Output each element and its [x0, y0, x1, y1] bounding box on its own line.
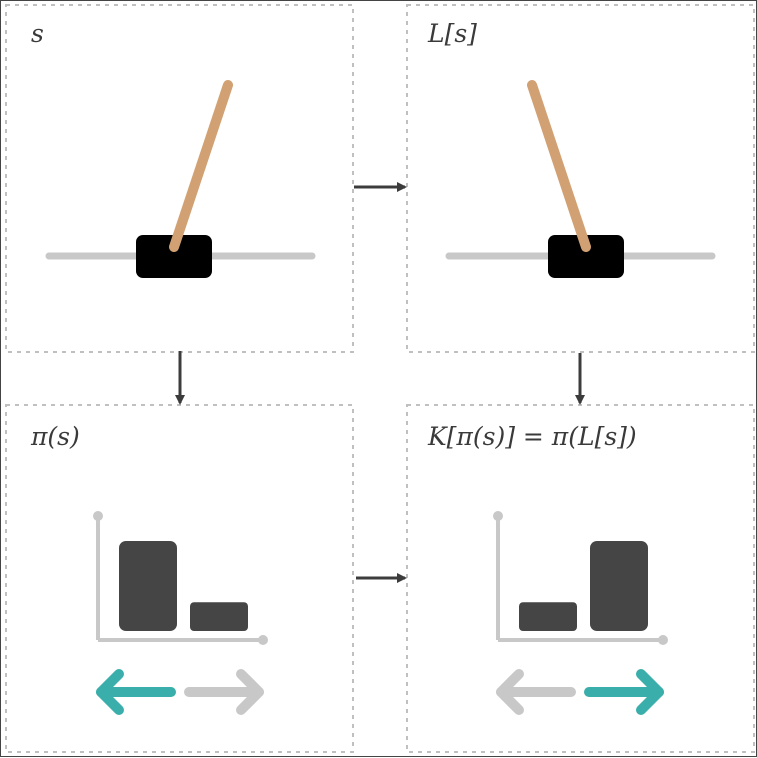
chart-axis-end	[93, 511, 103, 521]
panel-bottom-right-frame	[406, 404, 755, 753]
chart-axis-end	[493, 511, 503, 521]
bar-left-action	[519, 602, 577, 631]
policy-chart-reflected	[493, 511, 668, 715]
cartpole-reflected	[445, 80, 716, 278]
right-arrow-icon	[584, 669, 664, 715]
left-arrow-icon	[496, 669, 576, 715]
bar-right-action	[190, 602, 248, 631]
cart	[548, 235, 624, 278]
panel-top-left-frame	[5, 4, 354, 353]
chart-axis-end	[658, 635, 668, 645]
panel-label-transformed-state: L[s]	[428, 19, 477, 48]
left-arrow-icon	[96, 669, 176, 715]
panel-bottom-left-frame	[5, 404, 354, 753]
panel-label-equivariance: K[π(s)] = π(L[s])	[428, 422, 637, 451]
pole	[169, 80, 233, 252]
bar-right-action	[590, 541, 648, 631]
panel-label-state: s	[31, 19, 44, 48]
panel-label-policy: π(s)	[31, 422, 80, 451]
bar-left-action	[119, 541, 177, 631]
policy-chart-original	[93, 511, 268, 715]
cart	[136, 235, 212, 278]
cartpole-original	[45, 80, 316, 278]
chart-axis-end	[258, 635, 268, 645]
panel-top-right-frame	[406, 4, 755, 353]
pole	[527, 80, 591, 252]
right-arrow-icon	[184, 669, 264, 715]
